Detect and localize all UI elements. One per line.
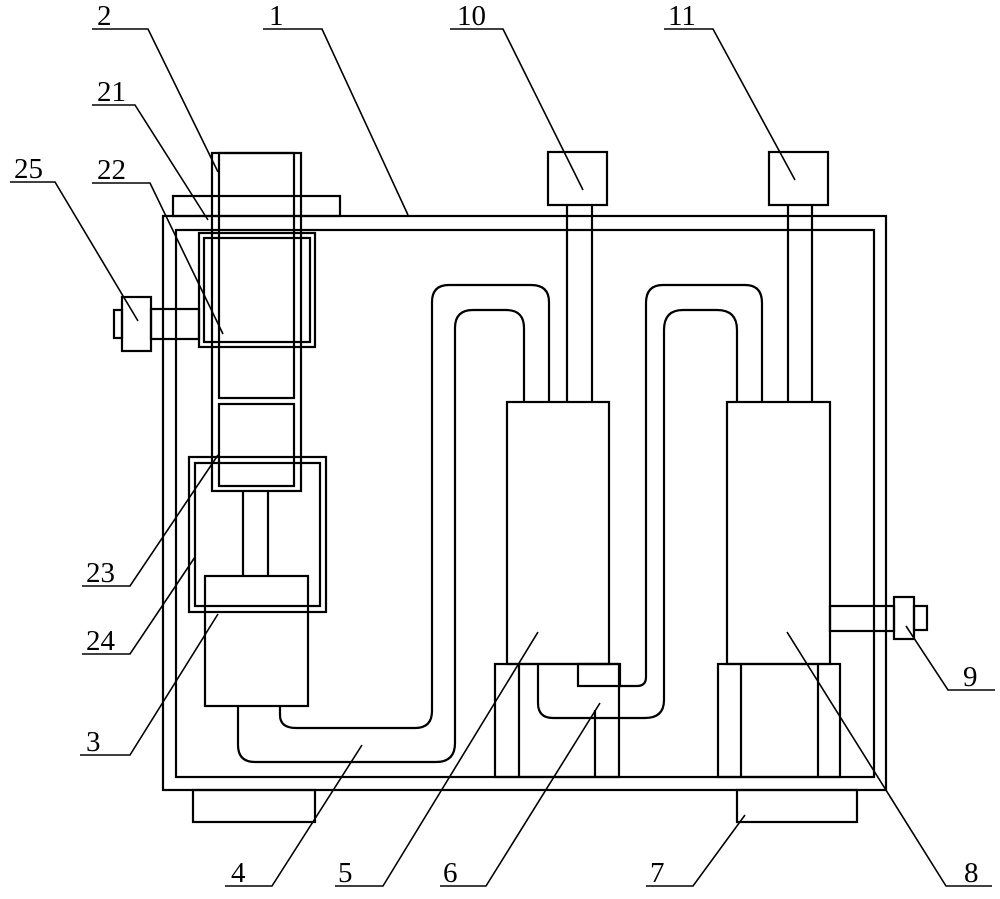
label-11: 11 [668, 0, 696, 32]
label-22: 22 [97, 154, 126, 186]
label-6: 6 [443, 857, 458, 889]
label-1: 1 [269, 0, 284, 32]
label-21: 21 [97, 76, 126, 108]
label-9: 9 [963, 661, 978, 693]
piston-rod [241, 491, 270, 576]
actuator-10 [546, 150, 609, 402]
outlet-valve [828, 595, 929, 641]
top-mount-plate [171, 194, 342, 218]
pump-unit [203, 574, 310, 708]
label-24: 24 [86, 625, 116, 657]
label-5: 5 [338, 857, 353, 889]
second-chamber [725, 400, 832, 666]
actuator-11 [767, 150, 830, 402]
transfer-pipe [536, 283, 764, 720]
part-labels: 1 2 21 22 25 10 11 23 24 9 3 4 5 6 7 8 [14, 0, 979, 889]
side-valve [112, 295, 201, 353]
first-chamber [505, 400, 611, 666]
support-feet [191, 788, 859, 824]
label-10: 10 [457, 0, 486, 32]
connecting-pipe [236, 308, 526, 764]
label-2: 2 [97, 0, 112, 32]
label-3: 3 [86, 726, 101, 758]
label-25: 25 [14, 153, 43, 185]
guide-frame [187, 455, 328, 614]
leader-lines [10, 28, 995, 887]
label-8: 8 [964, 857, 979, 889]
label-7: 7 [650, 857, 665, 889]
second-chamber-base [716, 662, 842, 779]
first-chamber-base [493, 662, 621, 779]
tube-collar [197, 231, 317, 349]
label-4: 4 [231, 857, 246, 889]
housing [161, 214, 888, 792]
connecting-pipe-inner [278, 283, 551, 730]
feed-tube [210, 151, 303, 493]
label-23: 23 [86, 557, 115, 589]
